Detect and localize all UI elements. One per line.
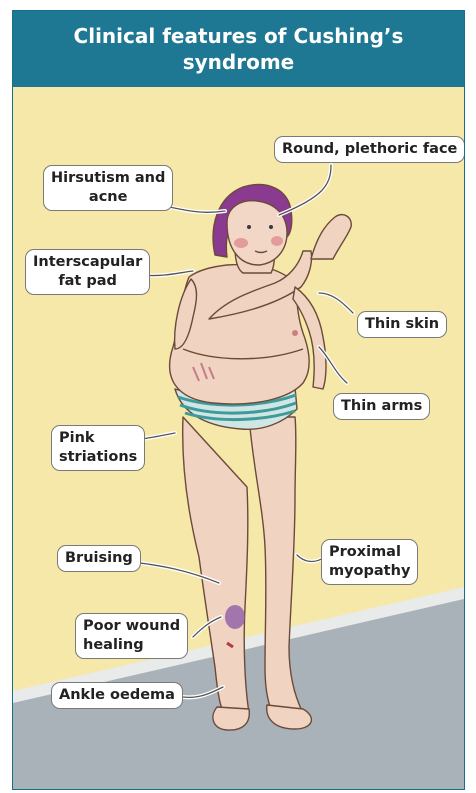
figure-panel: Clinical features of Cushing’s syndrome: [12, 10, 465, 790]
label-hirsutism-acne: Hirsutism and acne: [43, 165, 173, 211]
bruise: [225, 605, 245, 629]
label-interscapular-fat-pad: Interscapular fat pad: [25, 249, 150, 295]
label-interscapular-line2: fat pad: [33, 272, 142, 291]
label-thin-arms-text: Thin arms: [341, 398, 422, 414]
eye-right: [269, 225, 273, 229]
label-round-face-text: Round, plethoric face: [282, 141, 457, 157]
cheek-flush-left: [234, 238, 248, 248]
label-poor-wound-line1: Poor wound: [83, 617, 180, 636]
label-pink-striations: Pink striations: [51, 425, 145, 471]
label-proximal-myopathy: Proximal myopathy: [321, 539, 418, 585]
label-bruising: Bruising: [57, 545, 141, 572]
figure-title: Clinical features of Cushing’s syndrome: [49, 23, 429, 75]
label-ankle-oedema: Ankle oedema: [51, 682, 183, 709]
label-proximal-line2: myopathy: [329, 562, 410, 581]
nipple: [292, 330, 298, 336]
label-ankle-oedema-text: Ankle oedema: [59, 687, 175, 703]
label-thin-arms: Thin arms: [333, 393, 430, 420]
label-thin-skin-text: Thin skin: [365, 316, 439, 332]
label-hirsutism-line1: Hirsutism and: [51, 169, 165, 188]
illustration-scene: Round, plethoric face Hirsutism and acne…: [13, 87, 464, 789]
label-thin-skin: Thin skin: [357, 311, 447, 338]
cheek-flush-right: [271, 236, 283, 246]
label-poor-wound-healing: Poor wound healing: [75, 613, 188, 659]
left-foot: [213, 707, 249, 730]
label-interscapular-line1: Interscapular: [33, 253, 142, 272]
label-round-face: Round, plethoric face: [274, 136, 465, 163]
label-pink-striations-line1: Pink: [59, 429, 137, 448]
label-bruising-text: Bruising: [65, 550, 133, 566]
label-hirsutism-line2: acne: [51, 188, 165, 207]
label-poor-wound-line2: healing: [83, 636, 180, 655]
eye-left: [247, 225, 251, 229]
label-pink-striations-line2: striations: [59, 448, 137, 467]
label-proximal-line1: Proximal: [329, 543, 410, 562]
figure-title-bar: Clinical features of Cushing’s syndrome: [13, 11, 464, 87]
